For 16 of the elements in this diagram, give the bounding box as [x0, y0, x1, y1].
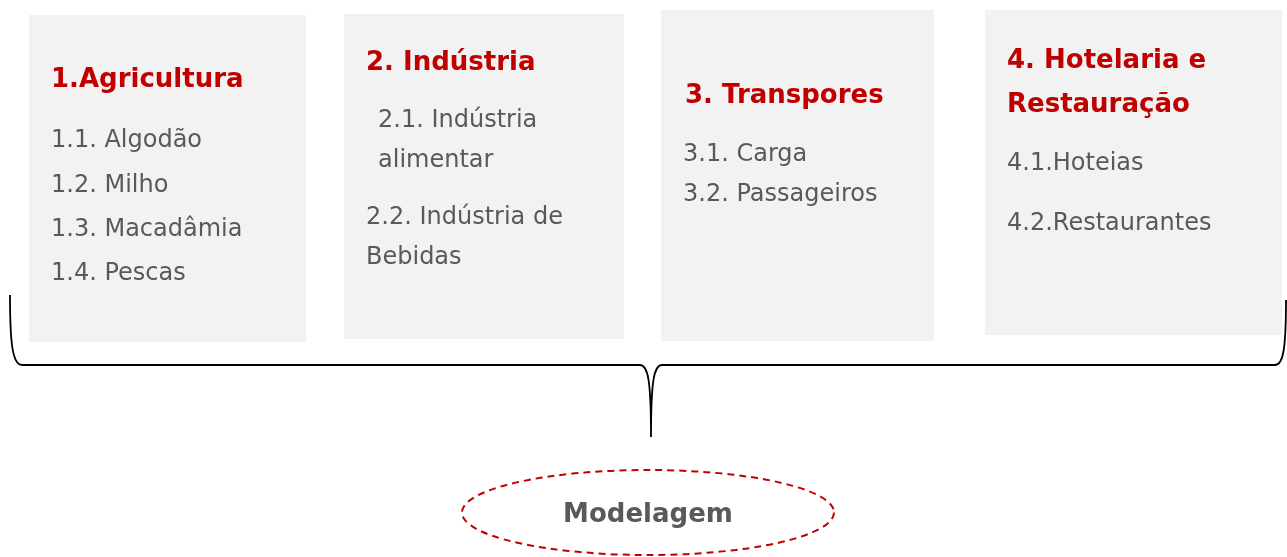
subsector-item: 1.3. Macadâmia: [51, 213, 244, 244]
subsector-item: 3.1. Carga: [683, 138, 809, 169]
sector-heading: 3. Transpores: [685, 78, 885, 111]
subsector-item: 3.2. Passageiros: [683, 178, 879, 209]
ellipse-label: Modelagem: [562, 497, 734, 530]
subsector-item: 1.1. Algodão: [51, 124, 204, 155]
subsector-item: 1.4. Pescas: [51, 257, 187, 288]
subsector-item: 4.1.Hoteias: [1007, 147, 1145, 178]
subsector-item: 2.1. Indústria alimentar: [378, 104, 539, 175]
subsector-item: 4.2.Restaurantes: [1007, 207, 1213, 238]
subsector-item: 1.2. Milho: [51, 169, 170, 200]
subsector-item: 2.2. Indústria de Bebidas: [366, 201, 564, 272]
sector-heading: 1.Agricultura: [51, 62, 245, 95]
sector-heading: 4. Hotelaria e Restauração: [1007, 43, 1208, 120]
dashed-ellipse: [460, 468, 836, 557]
sector-heading: 2. Indústria: [366, 45, 537, 78]
